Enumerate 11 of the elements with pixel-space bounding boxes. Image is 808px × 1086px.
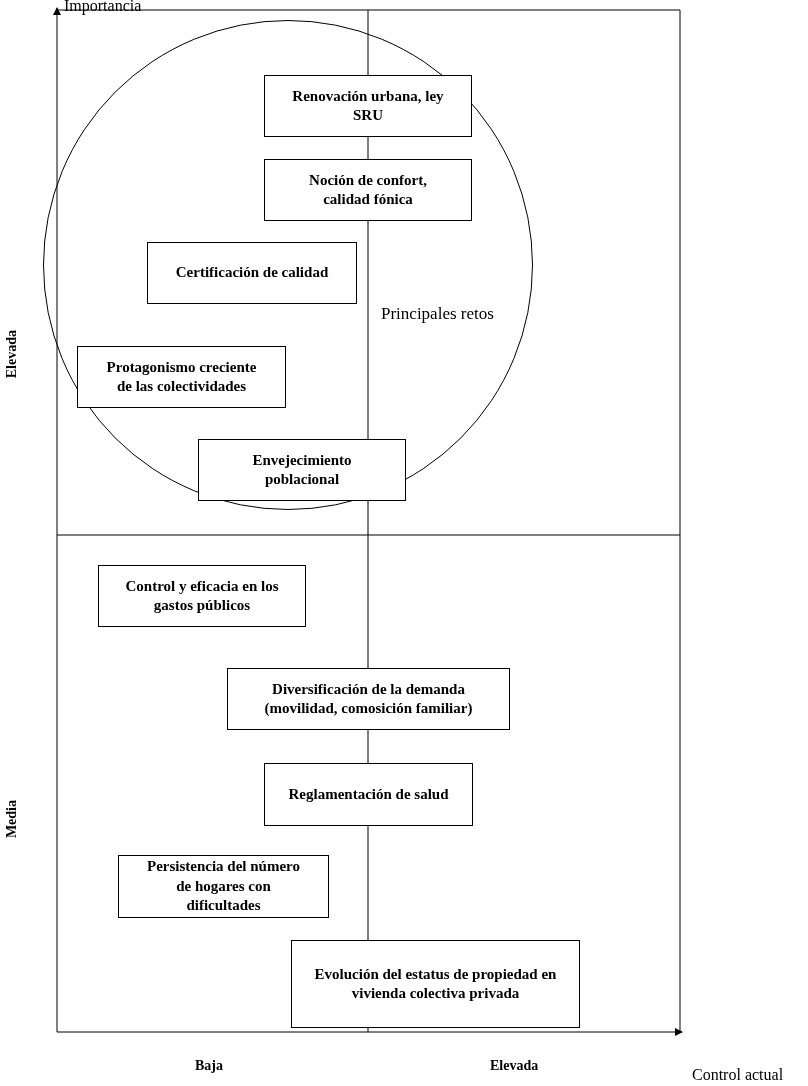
factor-box: Evolución del estatus de propiedad en vivienda colectiva privada — [291, 940, 580, 1028]
factor-box: Reglamentación de salud — [264, 763, 473, 826]
factor-box: Persistencia del número de hogares con dificultades — [118, 855, 329, 918]
factor-box: Control y eficacia en los gastos públicos — [98, 565, 306, 627]
axis-level-label: Media — [4, 800, 20, 839]
axis-level-label: Baja — [195, 1058, 223, 1074]
axis-level-label: Elevada — [4, 330, 20, 379]
axis-level-label: Elevada — [490, 1058, 539, 1074]
group-label: Principales retos — [381, 304, 494, 324]
axis-title: Control actual — [692, 1066, 784, 1084]
factor-box: Diversificación de la demanda (movilidad, comosición familiar) — [227, 668, 510, 730]
